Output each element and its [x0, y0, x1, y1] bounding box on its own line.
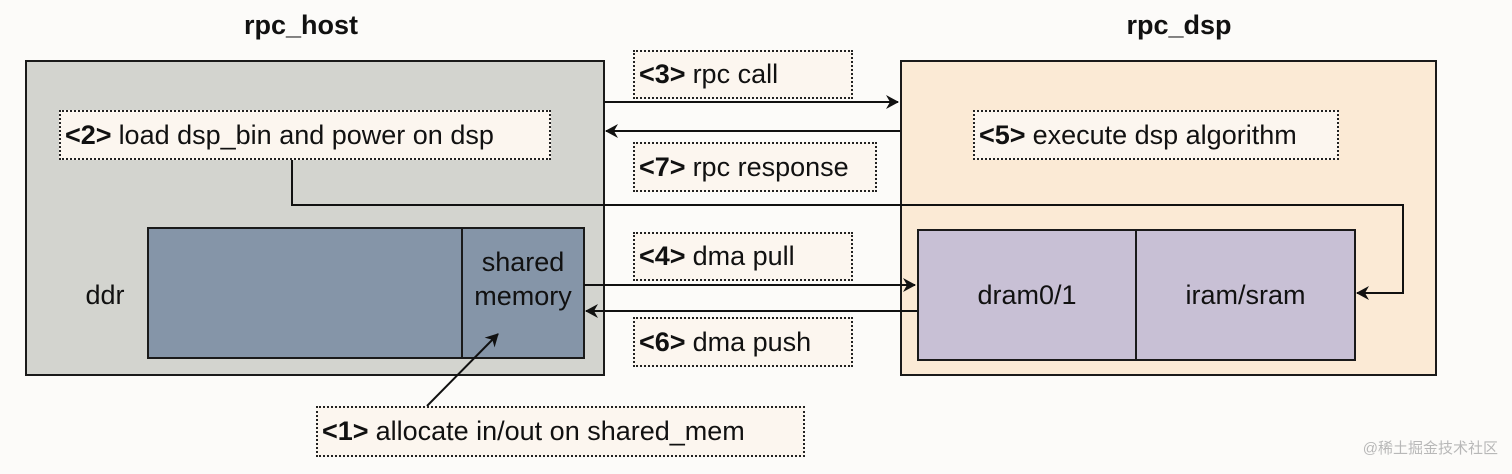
- step-5-text: execute dsp algorithm: [1032, 119, 1297, 150]
- ddr-label: ddr: [85, 280, 125, 310]
- ddr-block: [147, 227, 463, 359]
- host-title: rpc_host: [243, 10, 359, 40]
- step-7-number: <7>: [639, 151, 686, 182]
- step-3-text: rpc call: [692, 59, 779, 89]
- step-6-text: dma push: [692, 326, 812, 357]
- step-6-number: <6>: [639, 326, 686, 357]
- watermark: @稀土掘金技术社区: [1362, 440, 1498, 457]
- step-5-number: <5>: [979, 119, 1026, 150]
- shared-memory-label-line1: shared: [481, 247, 565, 277]
- allocate-arrow: [426, 333, 499, 407]
- iram-label: iram/sram: [1185, 280, 1306, 310]
- step-1-text: allocate in/out on shared_mem: [375, 416, 745, 446]
- step-7-text: rpc response: [692, 151, 849, 182]
- step-3-note: <3>rpc call: [633, 50, 853, 99]
- step-6-note: <6>dma push: [633, 317, 853, 367]
- step-2-number: <2>: [65, 119, 112, 150]
- step-1-number: <1>: [322, 416, 369, 446]
- load-bin-connector: [291, 159, 1404, 300]
- step-2-text: load dsp_bin and power on dsp: [118, 119, 494, 150]
- step-4-number: <4>: [639, 241, 686, 271]
- step-7-note: <7>rpc response: [633, 142, 877, 192]
- dram-label: dram0/1: [977, 280, 1077, 310]
- iram-block: iram/sram: [1135, 229, 1356, 361]
- shared-memory-block: shared memory: [461, 227, 585, 359]
- step-4-text: dma pull: [692, 241, 795, 271]
- step-2-note: <2>load dsp_bin and power on dsp: [59, 110, 551, 160]
- step-4-note: <4>dma pull: [633, 232, 853, 281]
- dsp-title: rpc_dsp: [1126, 10, 1232, 40]
- shared-memory-label-line2: memory: [474, 281, 572, 311]
- step-3-number: <3>: [639, 59, 686, 89]
- step-5-note: <5>execute dsp algorithm: [973, 110, 1339, 160]
- step-1-note: <1>allocate in/out on shared_mem: [316, 406, 805, 457]
- dram-block: dram0/1: [917, 229, 1137, 361]
